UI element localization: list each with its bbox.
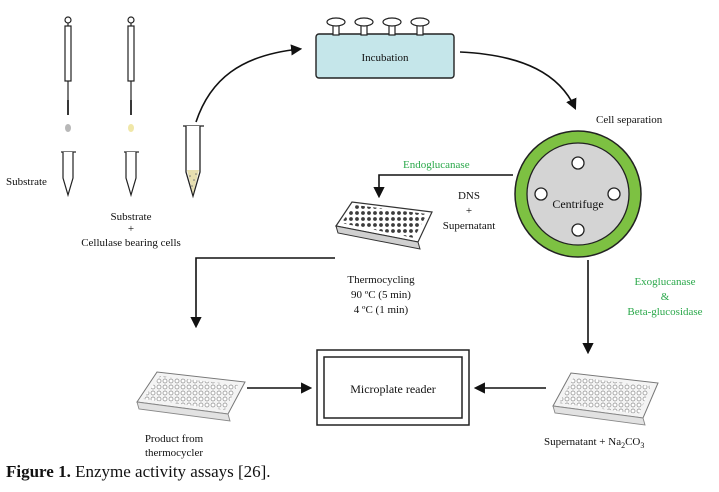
dns-label: DNS: [458, 190, 480, 202]
mixed-tube-icon: [183, 125, 204, 199]
arrow-endoglucanase: [373, 174, 513, 199]
product-plate-icon: [136, 371, 246, 422]
pcr-plate-icon: [335, 201, 433, 250]
figure-caption-text: Enzyme activity assays [26].: [70, 462, 271, 481]
incubation-label: Incubation: [361, 52, 409, 64]
pipette-icon: [64, 16, 72, 115]
arrow-to-product: [190, 257, 335, 329]
substrate-cells-label-line1: Substrate: [111, 211, 152, 223]
thermocycling-step1-label: 90 ºC (5 min): [351, 289, 411, 301]
cells-drop-icon: [128, 124, 134, 132]
figure-label: Figure 1.: [6, 462, 71, 481]
substrate-cells-label-line2: +: [128, 223, 134, 235]
exoglucanase-label: Exoglucanase: [634, 276, 695, 288]
arrow-to-incubation: [195, 44, 303, 123]
product-label-line1: Product from: [145, 433, 204, 445]
product-label-line2: thermocycler: [145, 447, 203, 459]
centrifuge-label: Centrifuge: [552, 197, 603, 211]
figure-caption: Figure 1. Enzyme activity assays [26].: [6, 462, 716, 482]
incubator-icon: [315, 17, 455, 79]
microplate-reader-icon: [316, 349, 470, 426]
tube-icon: [61, 151, 76, 198]
thermocycling-label: Thermocycling: [347, 274, 415, 286]
beta-glucosidase-label: Beta-glucosidase: [627, 306, 702, 318]
dns-plus-label: +: [466, 205, 472, 217]
tube-icon: [124, 151, 139, 198]
cell-separation-label: Cell separation: [596, 114, 663, 126]
dns-supernatant-label: Supernatant: [443, 220, 496, 232]
substrate-label: Substrate: [6, 176, 47, 188]
endoglucanase-label: Endoglucanase: [403, 159, 470, 171]
arrow-to-centrifuge: [459, 51, 577, 111]
supernatant-plate-icon: [552, 372, 659, 426]
substrate-cells-label-line3: Cellulase bearing cells: [81, 237, 181, 249]
substrate-drop-icon: [65, 124, 71, 132]
centrifuge-icon: [514, 130, 642, 258]
pipette-icon: [127, 16, 135, 115]
thermocycling-step2-label: 4 ºC (1 min): [354, 304, 409, 316]
microplate-reader-label: Microplate reader: [350, 382, 436, 396]
supernatant-na2co3-label: Supernatant + Na2CO3: [544, 436, 644, 450]
ampersand-label: &: [661, 291, 670, 303]
